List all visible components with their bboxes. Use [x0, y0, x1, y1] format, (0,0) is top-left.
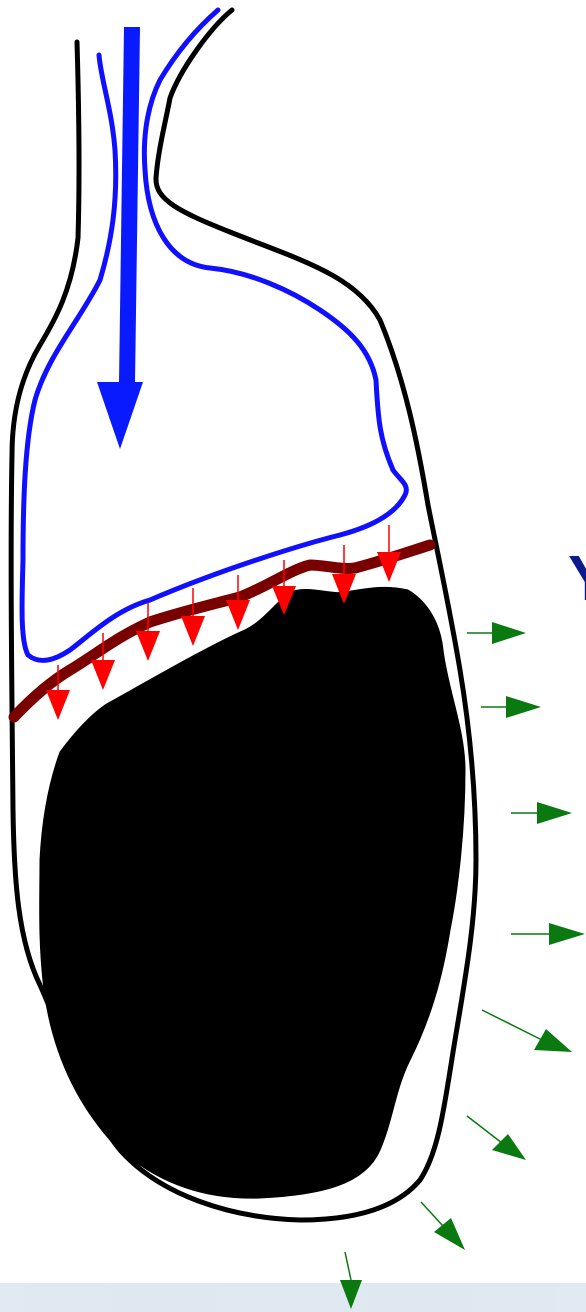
membrane-arrow	[181, 588, 205, 646]
membrane-arrow	[226, 575, 250, 630]
membrane-arrow	[377, 525, 401, 582]
outflow-arrow	[482, 1010, 572, 1052]
outflow-arrow	[511, 802, 572, 824]
bottom-band	[0, 1283, 586, 1312]
outflow-arrow	[481, 696, 541, 718]
partial-letter: Y	[568, 542, 586, 614]
outflow-arrow	[467, 1116, 526, 1160]
membrane-arrow	[136, 603, 160, 661]
outflow-arrow	[511, 923, 585, 945]
outflow-arrow	[421, 1202, 465, 1250]
outflow-arrow	[467, 622, 526, 644]
